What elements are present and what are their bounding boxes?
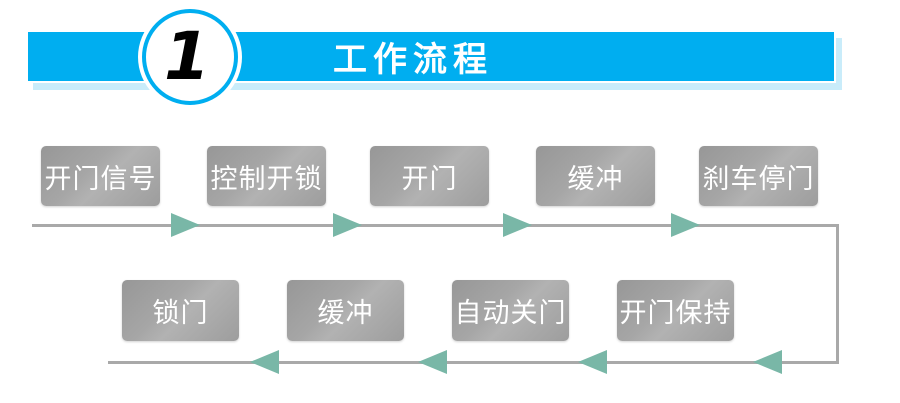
flow-step-label: 缓冲 (317, 298, 374, 329)
flow-step-label: 开门信号 (44, 163, 157, 195)
arrow-right-icon (671, 213, 700, 237)
flow-step-label: 自动关门 (454, 298, 567, 329)
arrow-left-icon (418, 350, 447, 374)
flow-step-buffer-1: 缓冲 (536, 146, 655, 206)
flow-step-label: 开门 (401, 163, 458, 195)
flow-step-label: 控制开锁 (210, 163, 323, 195)
flow-step-door-open-signal: 开门信号 (41, 146, 160, 206)
flow-step-open-door: 开门 (370, 146, 489, 206)
arrow-right-icon (171, 213, 200, 237)
flow-step-label: 开门保持 (619, 298, 732, 329)
flow-step-label: 锁门 (152, 298, 209, 329)
flow-step-label: 刹车停门 (702, 163, 815, 195)
flow-line-top (32, 224, 839, 227)
step-number: 1 (164, 18, 210, 95)
flow-step-lock-door: 锁门 (122, 280, 239, 341)
flow-step-auto-close-door: 自动关门 (452, 280, 569, 341)
arrow-right-icon (503, 213, 532, 237)
step-number-badge: 1 (142, 9, 238, 105)
flow-step-control-unlock: 控制开锁 (207, 146, 326, 206)
arrow-left-icon (578, 350, 607, 374)
flow-line-bottom (108, 361, 839, 364)
section-title: 工作流程 (333, 40, 493, 80)
flow-step-brake-stop-door: 刹车停门 (699, 146, 818, 206)
arrow-left-icon (250, 350, 279, 374)
arrow-left-icon (753, 350, 782, 374)
flow-step-door-open-hold: 开门保持 (617, 280, 734, 341)
flow-line-right (836, 224, 839, 364)
flow-step-buffer-2: 缓冲 (287, 280, 404, 341)
flow-step-label: 缓冲 (567, 163, 624, 195)
arrow-right-icon (333, 213, 362, 237)
